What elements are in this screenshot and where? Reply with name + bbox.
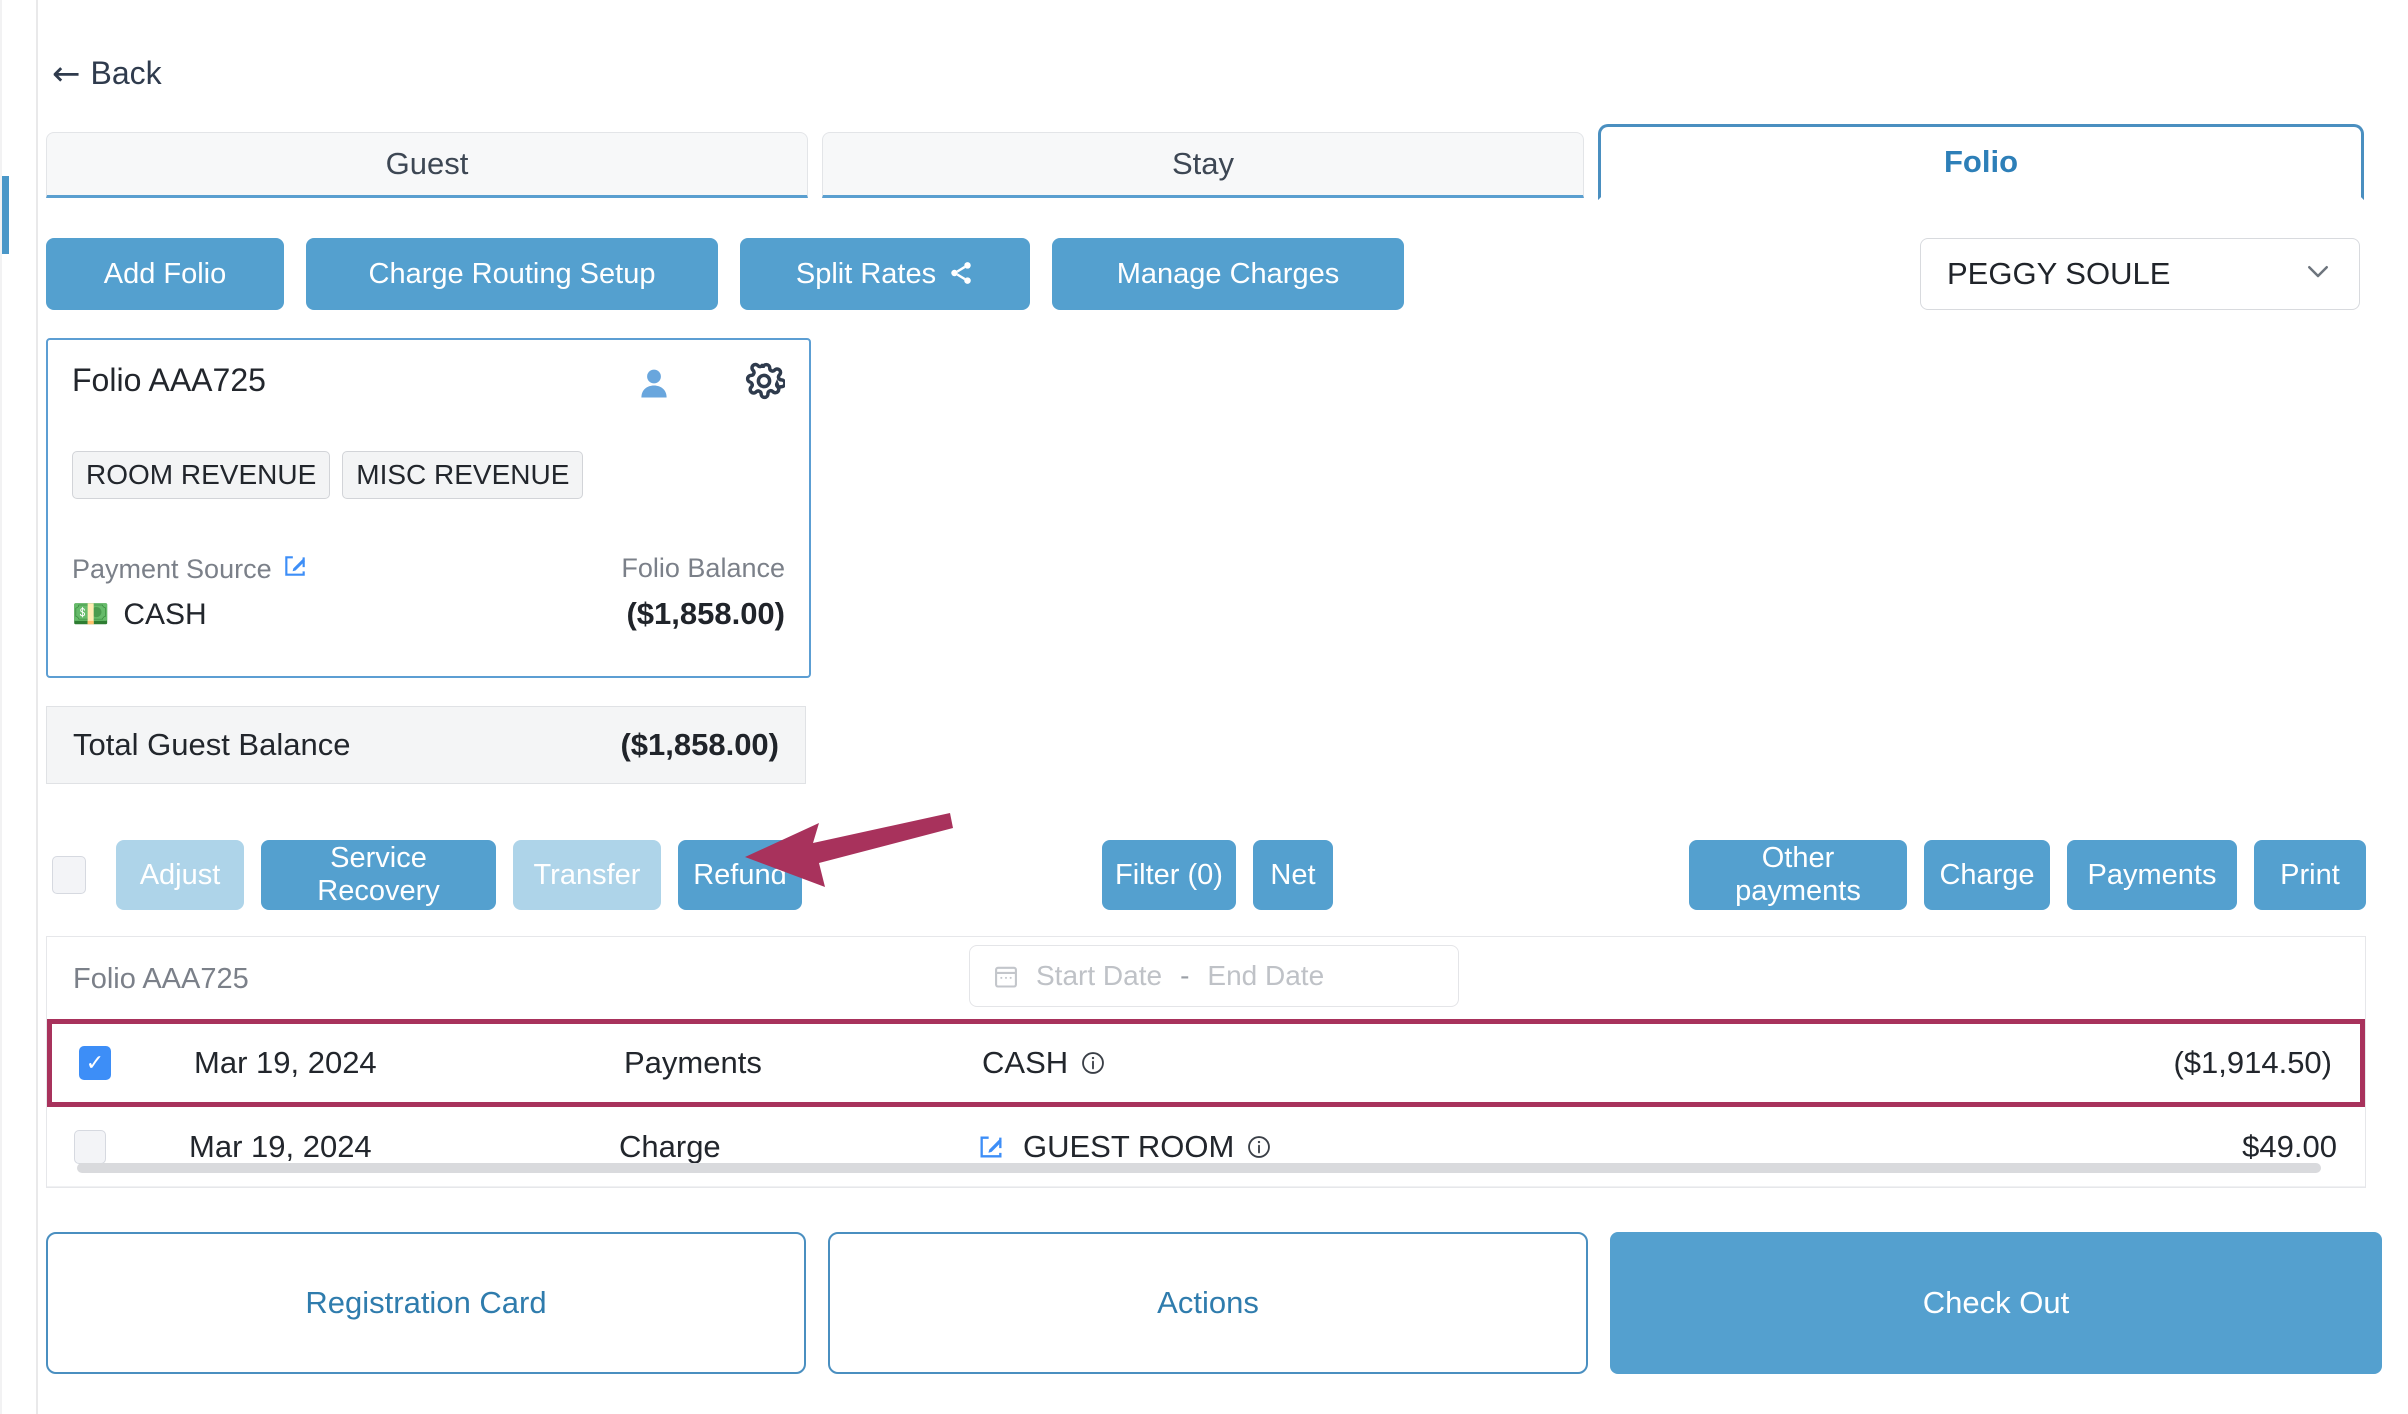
- print-button[interactable]: Print: [2254, 840, 2366, 910]
- date-range-picker[interactable]: Start Date - End Date: [969, 945, 1459, 1007]
- back-button[interactable]: ← Back: [52, 55, 162, 92]
- actions-button[interactable]: Actions: [828, 1232, 1588, 1374]
- info-icon[interactable]: [1080, 1050, 1106, 1076]
- gear-icon[interactable]: [743, 360, 787, 407]
- folio-balance-label: Folio Balance: [621, 553, 785, 583]
- chip-room-revenue[interactable]: ROOM REVENUE: [72, 451, 331, 499]
- calendar-icon: [992, 962, 1018, 990]
- other-payments-button[interactable]: Other payments: [1689, 840, 1907, 910]
- date-range-separator: -: [1180, 960, 1190, 991]
- folio-balance-block: Folio Balance ($1,858.00): [621, 553, 785, 632]
- edit-pencil-icon[interactable]: [977, 1133, 1005, 1161]
- total-guest-balance: Total Guest Balance ($1,858.00): [46, 706, 806, 784]
- money-icon: 💵: [72, 598, 110, 631]
- horizontal-scrollbar[interactable]: [77, 1163, 2321, 1173]
- row-amount: $49.00: [2242, 1128, 2337, 1164]
- row-description: GUEST ROOM: [977, 1129, 1272, 1165]
- row-description: CASH: [982, 1045, 1106, 1081]
- select-all-checkbox[interactable]: [52, 856, 86, 894]
- transactions-header: Folio AAA725 Start Date - End Date: [47, 937, 2365, 1019]
- window-left-edge: [0, 0, 2, 1414]
- transactions-folio-label: Folio AAA725: [73, 963, 249, 995]
- check-out-button[interactable]: Check Out: [1610, 1232, 2382, 1374]
- total-guest-balance-label: Total Guest Balance: [73, 727, 351, 762]
- info-icon[interactable]: [1246, 1134, 1272, 1160]
- payment-source-label-row: Payment Source: [72, 553, 308, 586]
- payment-source-block: Payment Source 💵 CASH: [72, 553, 308, 632]
- folio-card-title: Folio AAA725: [72, 362, 266, 398]
- start-date-input[interactable]: Start Date: [1036, 960, 1163, 991]
- row-type: Charge: [619, 1128, 721, 1164]
- charge-button[interactable]: Charge: [1924, 840, 2050, 910]
- payment-source-value: CASH: [123, 598, 207, 631]
- row-description-text: CASH: [982, 1045, 1069, 1080]
- toolbar-left-group: Adjust Service Recovery Transfer Refund: [116, 840, 802, 910]
- edit-pencil-icon[interactable]: [282, 553, 308, 586]
- content-left-rail: [36, 0, 38, 1414]
- service-recovery-button[interactable]: Service Recovery: [261, 840, 496, 910]
- arrow-left-icon: ←: [52, 53, 81, 94]
- person-icon: [636, 364, 672, 409]
- transaction-action-toolbar: Adjust Service Recovery Transfer Refund …: [46, 840, 2366, 910]
- split-rates-label: Split Rates: [795, 257, 937, 290]
- guest-select-value: PEGGY SOULE: [1947, 256, 2171, 291]
- tab-guest[interactable]: Guest: [46, 132, 808, 198]
- tab-bar: Guest Stay Folio: [46, 124, 2364, 200]
- row-checkbox[interactable]: ✓: [79, 1046, 111, 1080]
- row-checkbox[interactable]: [74, 1129, 106, 1164]
- left-edge-indicator: [2, 176, 9, 254]
- add-folio-button[interactable]: Add Folio: [46, 238, 284, 310]
- manage-charges-button[interactable]: Manage Charges: [1052, 238, 1404, 310]
- table-row[interactable]: Mar 19, 2024 Charge GUEST ROOM: [47, 1107, 2365, 1187]
- row-date: Mar 19, 2024: [194, 1045, 377, 1080]
- split-rates-button[interactable]: Split Rates: [740, 238, 1030, 310]
- row-type: Payments: [624, 1045, 762, 1080]
- back-label: Back: [90, 55, 162, 91]
- payments-button[interactable]: Payments: [2067, 840, 2237, 910]
- charge-routing-setup-button[interactable]: Charge Routing Setup: [306, 238, 718, 310]
- chip-misc-revenue[interactable]: MISC REVENUE: [342, 451, 584, 499]
- footer-actions: Registration Card Actions Check Out: [46, 1232, 2382, 1374]
- row-amount: ($1,914.50): [2173, 1045, 2332, 1080]
- row-description-text: GUEST ROOM: [1023, 1128, 1235, 1164]
- share-icon: [948, 260, 974, 288]
- guest-select-dropdown[interactable]: PEGGY SOULE: [1920, 238, 2360, 310]
- payment-source-value-row: 💵 CASH: [72, 598, 308, 632]
- filter-button[interactable]: Filter (0): [1102, 840, 1236, 910]
- tab-folio[interactable]: Folio: [1598, 124, 2364, 200]
- table-row[interactable]: ✓ Mar 19, 2024 Payments CASH ($1,914.50): [47, 1019, 2365, 1107]
- refund-button[interactable]: Refund: [678, 840, 802, 910]
- transactions-panel: Folio AAA725 Start Date - End Date ✓: [46, 936, 2366, 1188]
- folio-top-toolbar: Add Folio Charge Routing Setup Split Rat…: [46, 238, 1404, 310]
- chevron-down-icon: [2303, 256, 2333, 293]
- row-date: Mar 19, 2024: [189, 1128, 372, 1164]
- toolbar-mid-group: Filter (0) Net: [1102, 840, 1333, 910]
- folio-card-footer: Payment Source 💵 CASH Folio Balance ($1,…: [72, 553, 785, 632]
- folio-card: Folio AAA725 ROOM REVENUE MISC REVENUE: [46, 338, 811, 678]
- payment-source-label: Payment Source: [72, 554, 272, 584]
- total-guest-balance-value: ($1,858.00): [620, 727, 779, 762]
- registration-card-button[interactable]: Registration Card: [46, 1232, 806, 1374]
- transfer-button[interactable]: Transfer: [513, 840, 661, 910]
- tab-stay[interactable]: Stay: [822, 132, 1584, 198]
- net-button[interactable]: Net: [1253, 840, 1333, 910]
- folio-balance-value: ($1,858.00): [626, 596, 785, 631]
- folio-card-header: Folio AAA725: [72, 360, 787, 409]
- folio-chips: ROOM REVENUE MISC REVENUE: [72, 451, 785, 499]
- end-date-input[interactable]: End Date: [1207, 960, 1325, 991]
- toolbar-right-group: Other payments Charge Payments Print: [1689, 840, 2366, 910]
- adjust-button[interactable]: Adjust: [116, 840, 244, 910]
